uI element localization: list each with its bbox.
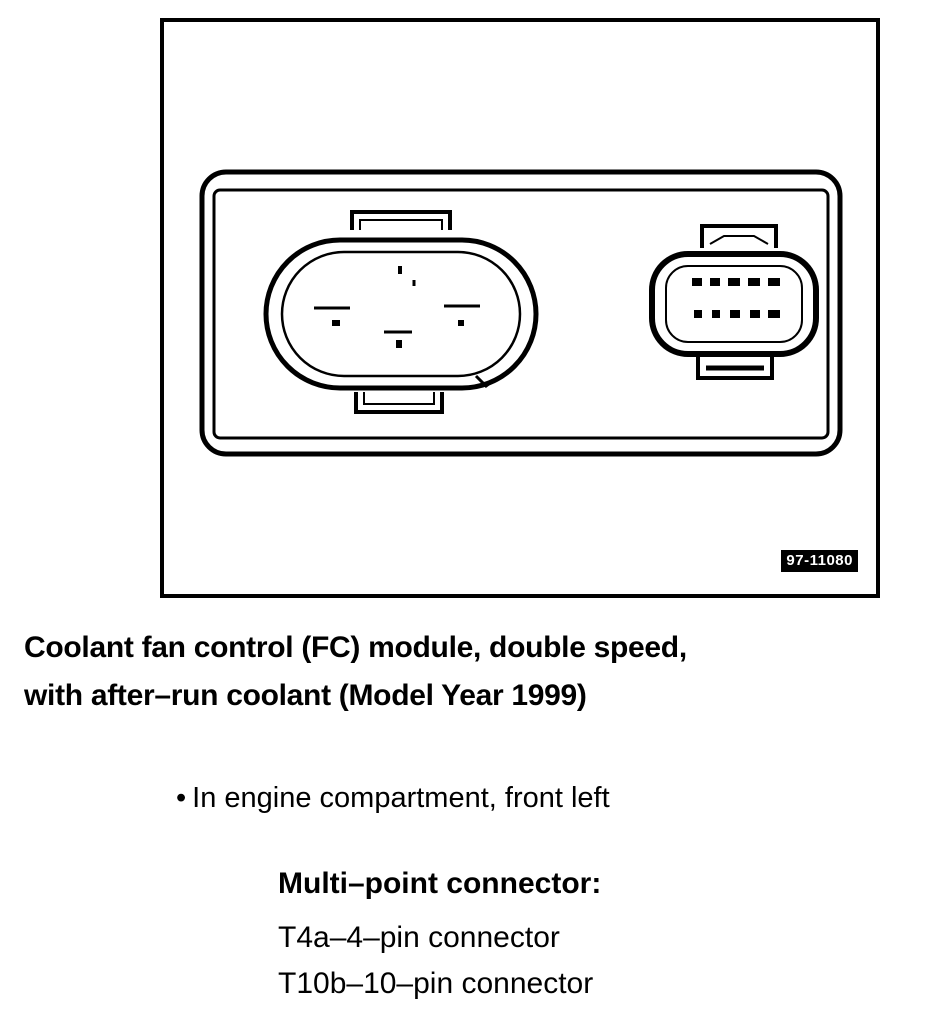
module-diagram: [199, 169, 843, 457]
location-bullet-item: •In engine compartment, front left: [176, 780, 610, 816]
figure-id-label: 97-11080: [781, 550, 858, 572]
connector-item-t4a: T4a–4–pin connector: [278, 921, 560, 954]
connector-item-t10b: T10b–10–pin connector: [278, 967, 594, 1000]
t4a-top-latch: [350, 210, 452, 230]
t10b-pins-bottom: [694, 310, 780, 318]
bullet-icon: •: [176, 782, 187, 814]
caption-line-2: with after–run coolant (Model Year 1999): [24, 679, 587, 712]
t4a-shell-outer: [263, 237, 539, 391]
t10b-connector: [649, 224, 819, 380]
location-text: In engine compartment, front left: [192, 782, 610, 814]
caption-line-1: Coolant fan control (FC) module, double …: [24, 631, 687, 664]
t4a-key-tab: [474, 374, 495, 388]
connector-heading: Multi–point connector:: [278, 867, 602, 900]
t4a-bottom-latch: [354, 392, 444, 414]
module-housing-outer: [199, 169, 843, 457]
t10b-top-latch: [700, 224, 778, 248]
module-housing-inner: [212, 188, 830, 440]
t10b-shell-inner: [665, 265, 803, 343]
t4a-shell-inner: [280, 250, 522, 378]
figure-frame: 97-11080: [160, 18, 880, 598]
t10b-bottom-latch: [696, 356, 774, 380]
t10b-shell-outer: [649, 251, 819, 357]
t10b-pins-top: [692, 278, 780, 286]
t4a-connector: [263, 210, 539, 414]
